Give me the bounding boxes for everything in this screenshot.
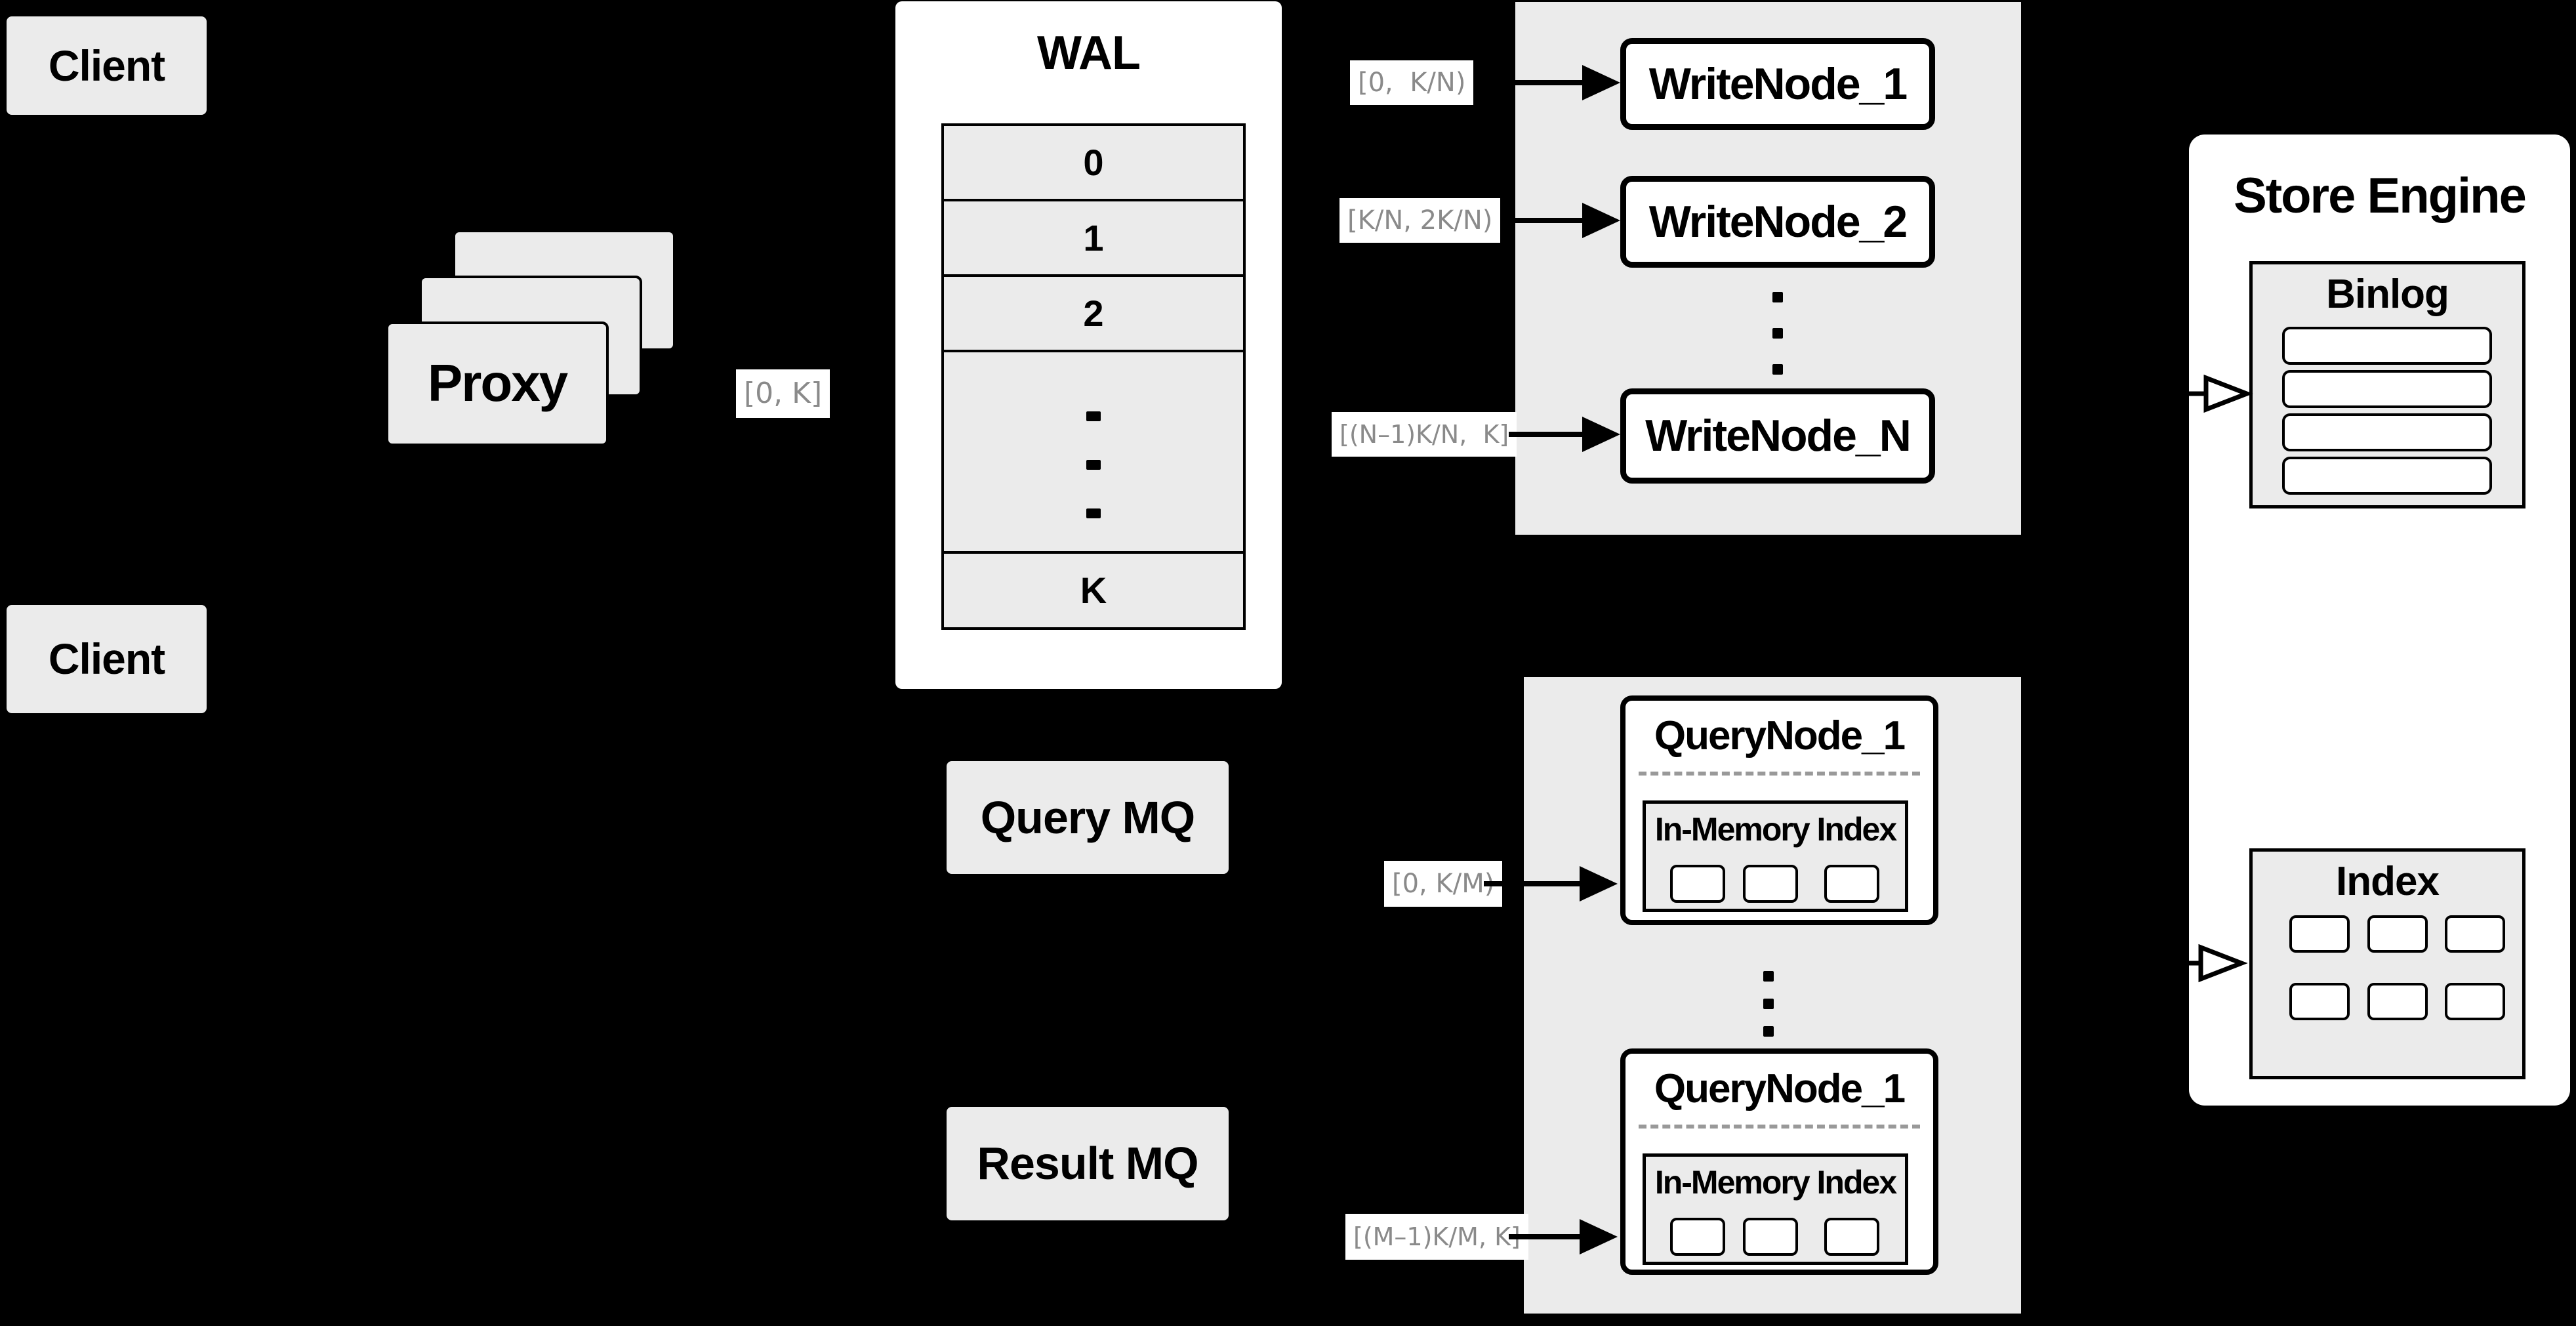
range-label-proxy: [0, K] bbox=[736, 369, 830, 418]
range-label-write-node-1: [0, K/N) bbox=[1350, 60, 1474, 105]
wal-row-ellipsis bbox=[944, 352, 1243, 554]
client-box-top: Client bbox=[7, 16, 207, 115]
query-node-2-title: QueryNode_1 bbox=[1654, 1066, 1906, 1111]
in-memory-index-title-2: In-Memory Index bbox=[1654, 1164, 1897, 1201]
ellipsis-dot bbox=[1086, 460, 1101, 470]
wal-row-2: 2 bbox=[944, 277, 1243, 352]
index-title: Index bbox=[2336, 859, 2440, 904]
query-node-1: QueryNode_1 In-Memory Index bbox=[1620, 695, 1938, 925]
binlog-box: Binlog bbox=[2249, 261, 2525, 508]
ellipsis-dot bbox=[1086, 411, 1101, 421]
index-box: Index bbox=[2249, 848, 2525, 1079]
write-node-1: WriteNode_1 bbox=[1620, 38, 1935, 130]
range-label-query-node-2: [(M–1)K/M, K] bbox=[1345, 1214, 1528, 1260]
binlog-title: Binlog bbox=[2326, 272, 2449, 317]
index-cell bbox=[2289, 915, 2350, 953]
in-memory-index-box-2: In-Memory Index bbox=[1643, 1153, 1908, 1265]
index-cell bbox=[2445, 915, 2505, 953]
wal-panel: WAL 0 1 2 K bbox=[895, 1, 1282, 689]
wal-row-k: K bbox=[944, 554, 1243, 627]
binlog-row bbox=[2282, 370, 2492, 408]
range-label-query-node-1: [0, K/M) bbox=[1384, 861, 1503, 907]
ellipsis-dot bbox=[1772, 328, 1783, 339]
range-label-write-node-2: [K/N, 2K/N) bbox=[1339, 198, 1501, 243]
index-cell bbox=[2289, 983, 2350, 1020]
index-segment-cell bbox=[1743, 1218, 1798, 1256]
in-memory-index-box-1: In-Memory Index bbox=[1643, 800, 1908, 912]
ellipsis-dot bbox=[1772, 292, 1783, 302]
index-segment-cell bbox=[1824, 865, 1879, 903]
wal-title: WAL bbox=[1037, 27, 1141, 79]
write-node-n: WriteNode_N bbox=[1620, 388, 1935, 484]
query-node-2: QueryNode_1 In-Memory Index bbox=[1620, 1048, 1938, 1275]
ellipsis-dot bbox=[1763, 1026, 1774, 1037]
ellipsis-dot bbox=[1763, 999, 1774, 1009]
index-segment-cell bbox=[1670, 865, 1725, 903]
index-cell bbox=[2445, 983, 2505, 1020]
index-cell bbox=[2367, 915, 2428, 953]
write-node-2: WriteNode_2 bbox=[1620, 176, 1935, 268]
query-node-1-title: QueryNode_1 bbox=[1654, 713, 1906, 758]
result-mq-box: Result MQ bbox=[947, 1107, 1229, 1220]
client-box-bottom: Client bbox=[7, 605, 207, 713]
binlog-row bbox=[2282, 327, 2492, 365]
proxy-box-front: Proxy bbox=[386, 321, 609, 446]
query-node-1-divider bbox=[1639, 772, 1920, 776]
range-label-write-node-n: [(N–1)K/N, K] bbox=[1332, 412, 1517, 457]
index-segment-cell bbox=[1824, 1218, 1879, 1256]
wal-table: 0 1 2 K bbox=[941, 123, 1246, 630]
query-node-2-divider bbox=[1639, 1125, 1920, 1129]
wal-row-1: 1 bbox=[944, 201, 1243, 277]
wal-row-0: 0 bbox=[944, 126, 1243, 201]
store-engine-panel: Store Engine Binlog Index bbox=[2189, 135, 2570, 1106]
query-mq-box: Query MQ bbox=[947, 761, 1229, 874]
ellipsis-dot bbox=[1086, 508, 1101, 518]
binlog-row bbox=[2282, 413, 2492, 451]
write-node-group: WriteNode_1 WriteNode_2 WriteNode_N bbox=[1515, 2, 2021, 535]
index-cell bbox=[2367, 983, 2428, 1020]
ellipsis-dot bbox=[1763, 971, 1774, 982]
index-segment-cell bbox=[1670, 1218, 1725, 1256]
index-segment-cell bbox=[1743, 865, 1798, 903]
query-node-group: QueryNode_1 In-Memory Index QueryNode_1 … bbox=[1524, 677, 2021, 1314]
in-memory-index-title-1: In-Memory Index bbox=[1654, 811, 1897, 848]
store-engine-title: Store Engine bbox=[2234, 168, 2527, 224]
ellipsis-dot bbox=[1772, 364, 1783, 375]
binlog-row bbox=[2282, 457, 2492, 495]
